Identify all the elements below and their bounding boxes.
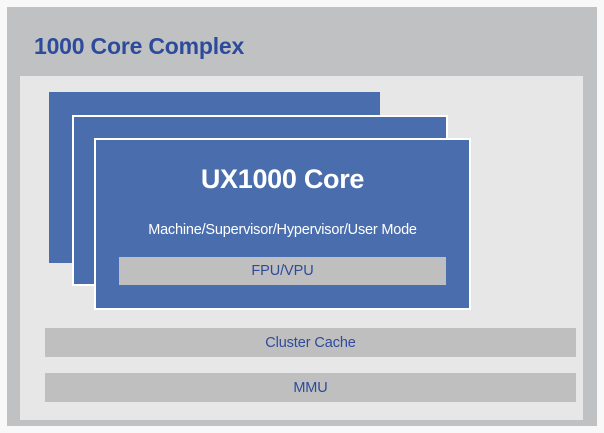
core-card-front[interactable]: UX1000 Core Machine/Supervisor/Hyperviso… [94,138,471,310]
cluster-cache-label: Cluster Cache [265,334,356,351]
core-privilege-modes: Machine/Supervisor/Hypervisor/User Mode [148,222,417,238]
cluster-cache-block[interactable]: Cluster Cache [45,328,576,357]
mmu-label: MMU [293,379,328,396]
complex-inner-panel: UX1000 Core Machine/Supervisor/Hyperviso… [20,76,583,420]
core-title: UX1000 Core [200,164,365,194]
fpu-vpu-label: FPU/VPU [251,263,314,279]
fpu-vpu-block[interactable]: FPU/VPU [119,257,446,285]
core-complex-diagram: 1000 Core Complex UX1000 Core Machine/Su… [7,7,597,426]
mmu-block[interactable]: MMU [45,373,576,402]
page-title: 1000 Core Complex [34,33,245,59]
